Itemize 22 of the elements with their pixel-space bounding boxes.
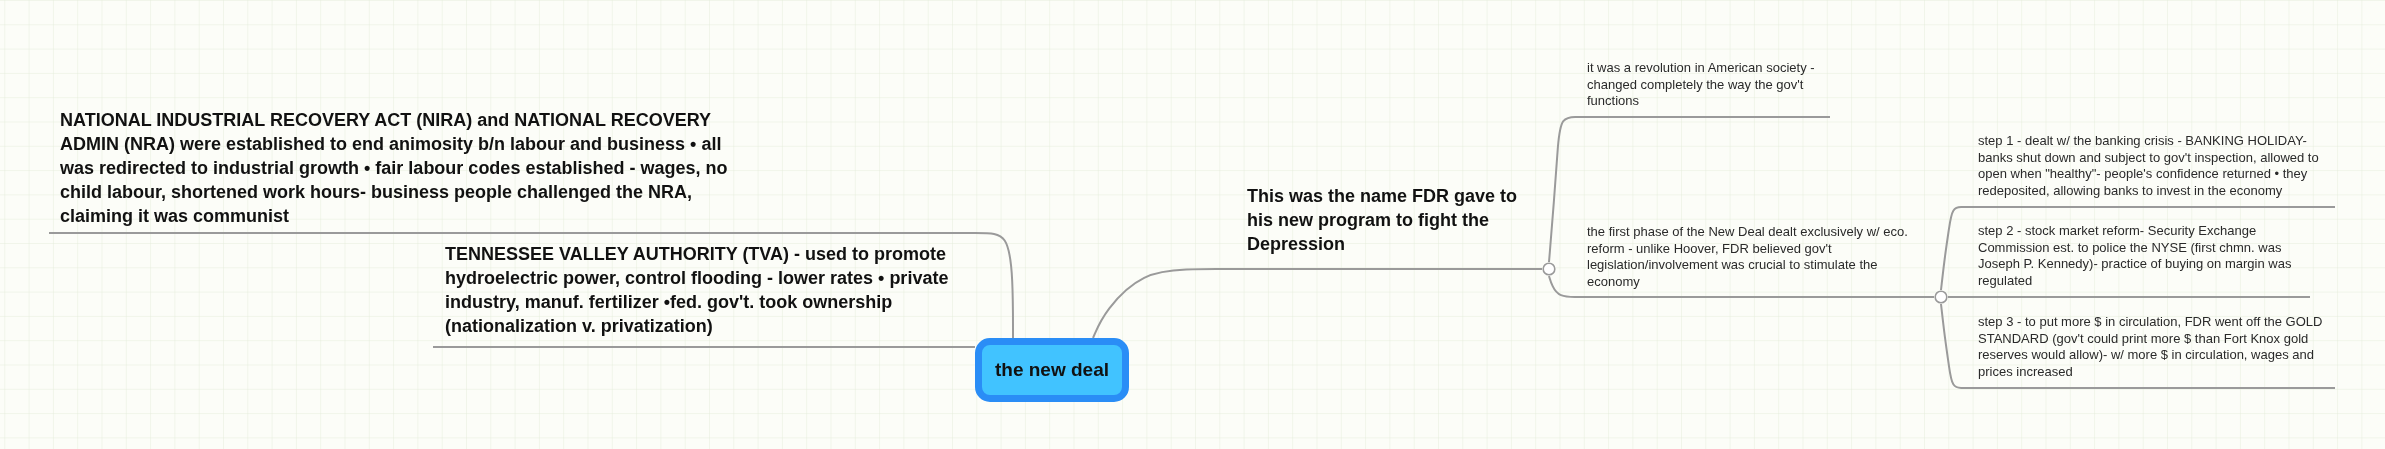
junction-circle [1934, 290, 1948, 304]
connector-line [969, 346, 976, 348]
connector-line [759, 232, 1014, 339]
central-topic-box [975, 338, 1129, 402]
connector-line [1927, 296, 1935, 298]
topic-text: step 3 - to put more $ in circulation, FDR went off the GOLD STANDARD (gov't could print more $ than Fort Knox gold reserves would allow)- w/ more $ in circulation, wages and prices increased [1978, 314, 2324, 380]
topic-title: the new deal [995, 359, 1109, 381]
topic-text: the first phase of the New Deal dealt exclusively w/ eco. reform - unlike Hoover, FDR believed gov't legislation/involvement was crucial to stimulate the economy [1587, 224, 1909, 290]
connector-line [1529, 268, 1543, 270]
junction-circle [1542, 262, 1556, 276]
connector-line [1092, 268, 1223, 339]
topic-text: This was the name FDR gave to his new program to fight the Depression [1247, 185, 1519, 256]
connector-line [1940, 206, 1964, 291]
topic-text: NATIONAL INDUSTRIAL RECOVERY ACT (NIRA) and NATIONAL RECOVERY ADMIN (NRA) were established to end animosity b/n labour and business • all was redirected to industrial growth • fair labour codes established - wages, no child labour, shortened work hours- business people challenged the NRA, claiming it was communist [60, 109, 729, 228]
connector-line [1947, 296, 1964, 298]
topic-text: TENNESSEE VALLEY AUTHORITY (TVA) - used to promote hydroelectric power, control flooding - lower rates • private industry, manuf. fertilizer •fed. gov't. took ownership (nationalization v. privatization) [445, 243, 950, 338]
connector-line [1548, 275, 1579, 298]
topic-text: it was a revolution in American society - changed completely the way the gov't functions [1587, 60, 1816, 110]
connector-line [1940, 303, 1964, 389]
topic-text: step 1 - dealt w/ the banking crisis - BANKING HOLIDAY- banks shut down and subject to gov't inspection, allowed to open when "healthy"- people's confidence returned • they redeposited, allowing banks to invest in the economy [1978, 133, 2320, 199]
connector-line [1548, 116, 1579, 263]
topic-text: step 2 - stock market reform- Security Exchange Commission est. to police the NYSE (first chmn. was Joseph P. Kennedy)- practice of buying on margin was regulated [1978, 223, 2293, 289]
